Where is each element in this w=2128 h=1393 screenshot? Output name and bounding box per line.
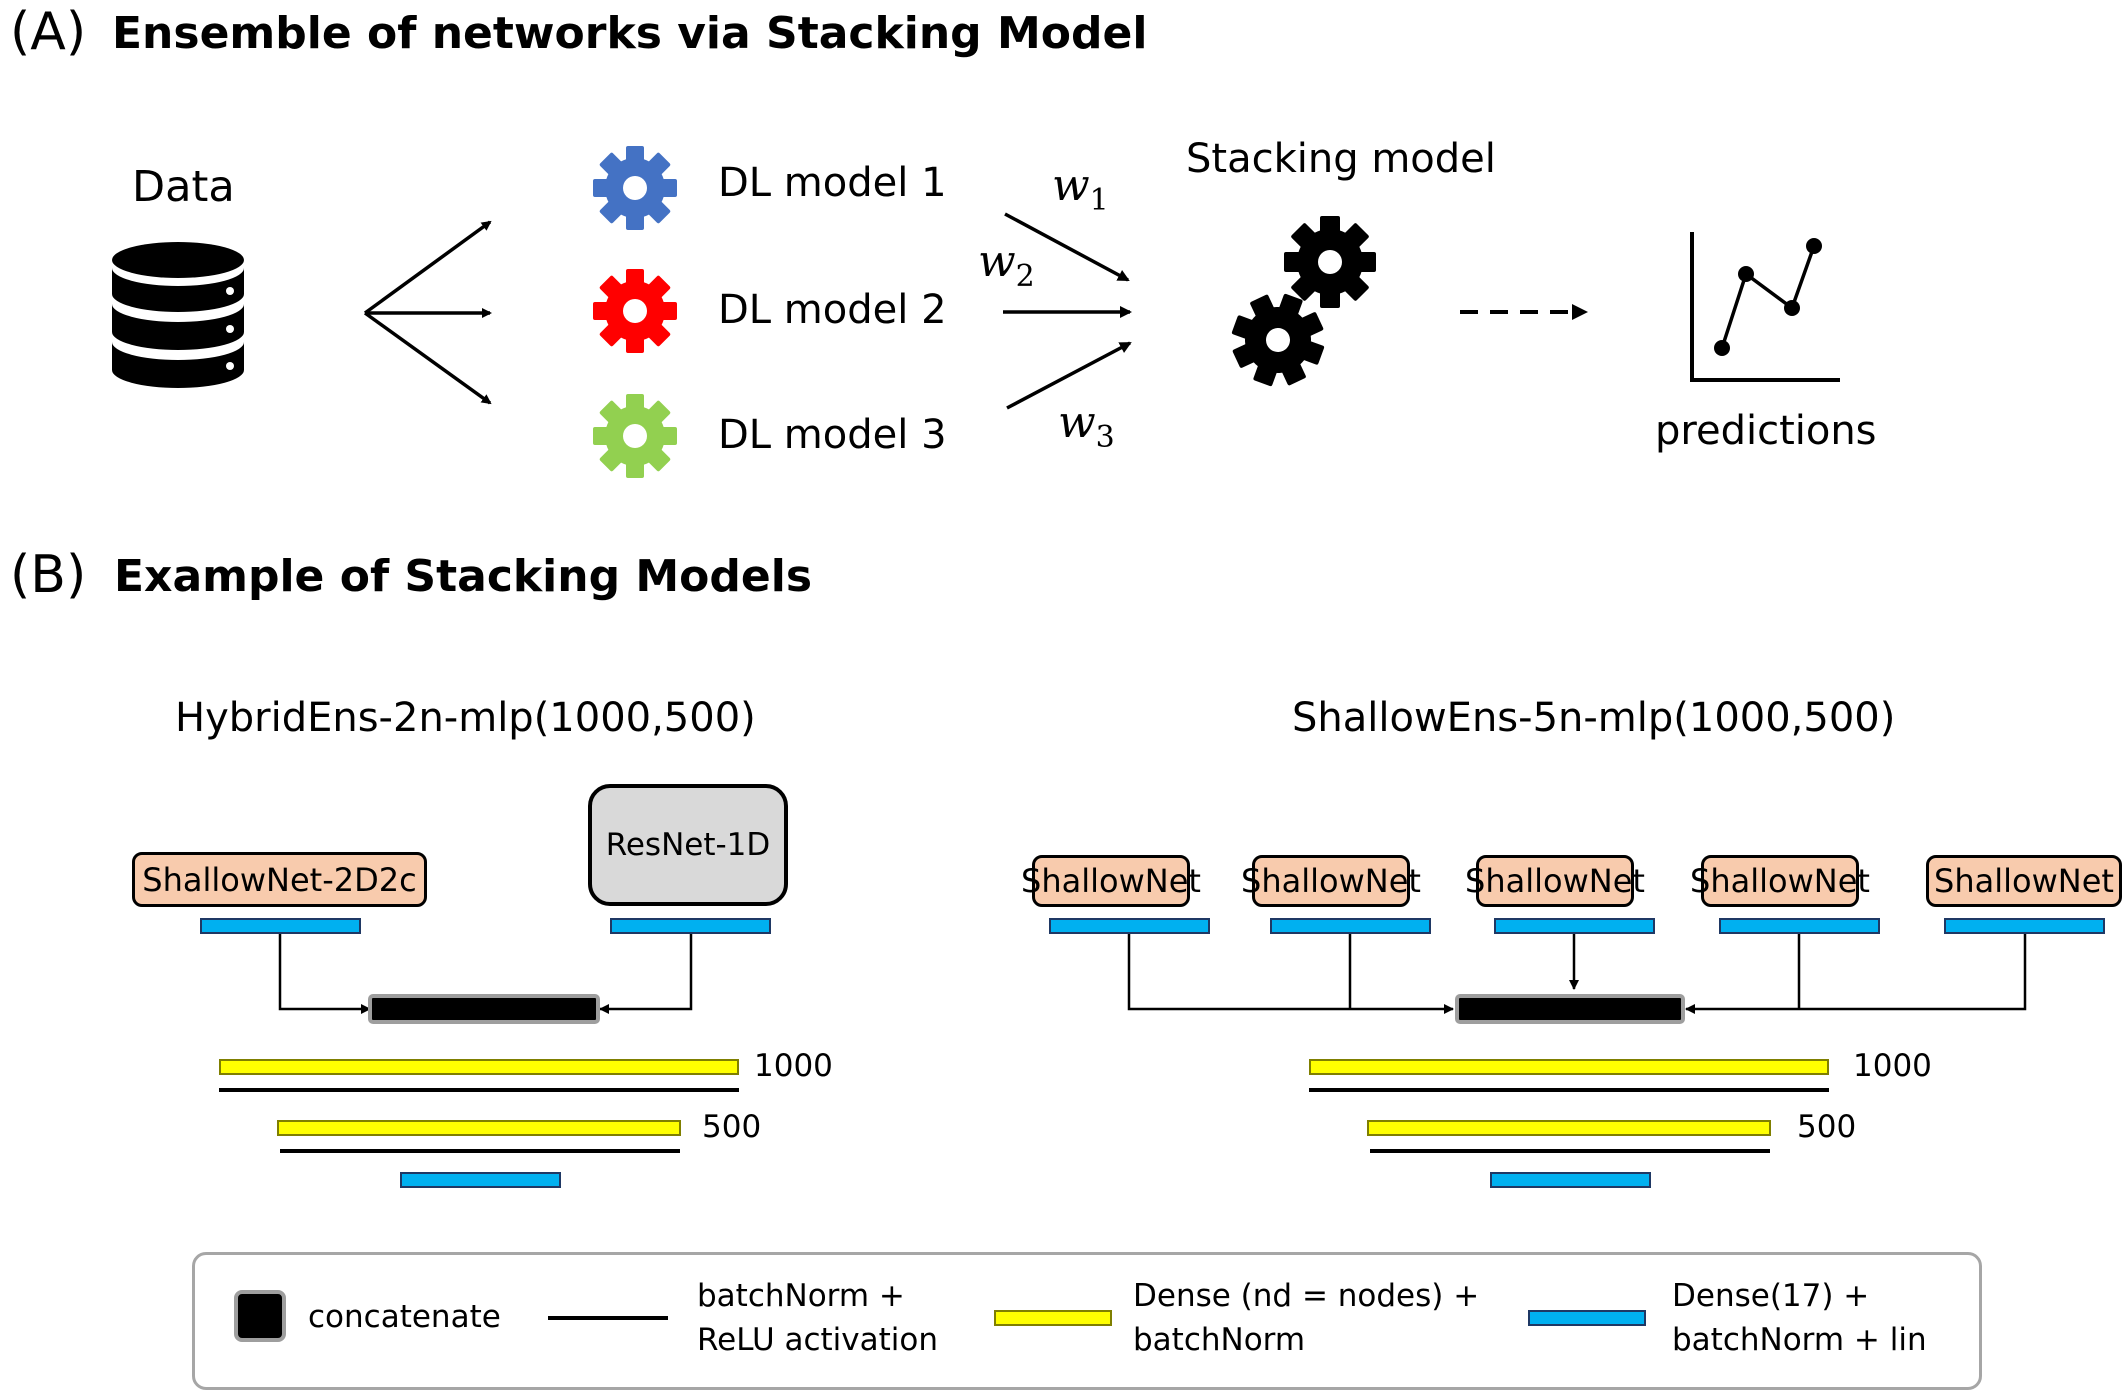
net-label: ShallowNet xyxy=(1241,862,1421,900)
legend-relu-line1: batchNorm + xyxy=(697,1278,905,1314)
gear-icon-model-1 xyxy=(593,146,677,230)
net-label: ShallowNet xyxy=(1465,862,1645,900)
net-label: ShallowNet xyxy=(1021,862,1201,900)
layer-1000-label: 1000 xyxy=(1853,1048,1932,1084)
relu-line xyxy=(1309,1088,1829,1092)
dense-1000-bar xyxy=(219,1059,739,1075)
shallownet-block: ShallowNet xyxy=(1690,855,1870,907)
predictions-label: predictions xyxy=(1655,408,1877,454)
legend-concatenate-swatch xyxy=(234,1290,286,1342)
weight-1-label: w1 xyxy=(1052,160,1109,218)
legend-relu-label: batchNorm + ReLU activation xyxy=(697,1274,938,1362)
dense17-bar xyxy=(610,918,771,934)
net-label: ShallowNet-2D2c xyxy=(142,860,417,899)
dense17-bar xyxy=(1719,918,1880,934)
dl-model-2-label: DL model 2 xyxy=(718,287,947,333)
dense-500-bar xyxy=(277,1120,681,1136)
layer-1000-label: 1000 xyxy=(754,1048,833,1084)
dense17-bar xyxy=(1494,918,1655,934)
weight-3-label: w3 xyxy=(1058,397,1115,455)
dense-500-bar xyxy=(1367,1120,1771,1136)
gear-icon-model-3 xyxy=(593,394,677,478)
dense17-bar xyxy=(1270,918,1431,934)
legend-relu-swatch xyxy=(548,1316,668,1320)
net-label: ShallowNet xyxy=(1690,862,1870,900)
panel-b-title: Example of Stacking Models xyxy=(114,551,813,602)
panel-a-title: Ensemble of networks via Stacking Model xyxy=(112,8,1148,59)
concatenate-block xyxy=(368,994,600,1024)
legend-dense17-label: Dense(17) + batchNorm + lin xyxy=(1672,1274,1927,1362)
legend-dense-line2: batchNorm xyxy=(1133,1322,1306,1358)
shallownet-block: ShallowNet xyxy=(1241,855,1421,907)
panel-a-label: (A) xyxy=(10,2,87,62)
panel-b-label: (B) xyxy=(10,545,87,605)
gear-icon-model-2 xyxy=(593,269,677,353)
dl-model-3-label: DL model 3 xyxy=(718,412,947,458)
legend-dense-label: Dense (nd = nodes) + batchNorm xyxy=(1133,1274,1479,1362)
dense17-bar xyxy=(1049,918,1210,934)
legend-dense-line1: Dense (nd = nodes) + xyxy=(1133,1278,1480,1314)
stacking-model-label: Stacking model xyxy=(1186,136,1496,182)
legend-dense-swatch xyxy=(994,1310,1112,1326)
data-label: Data xyxy=(132,162,235,212)
weight-2-label: w2 xyxy=(978,236,1035,294)
relu-line xyxy=(280,1149,680,1153)
legend-relu-line2: ReLU activation xyxy=(697,1322,939,1358)
legend-dense17-line2: batchNorm + lin xyxy=(1672,1322,1927,1358)
concatenate-block xyxy=(1455,994,1685,1024)
hybrid-ens-title: HybridEns-2n-mlp(1000,500) xyxy=(175,695,756,741)
layer-500-label: 500 xyxy=(702,1109,762,1145)
shallownet-block: ShallowNet xyxy=(1465,855,1645,907)
dense17-output-bar xyxy=(1490,1172,1651,1188)
dense17-bar xyxy=(200,918,361,934)
relu-line xyxy=(1370,1149,1770,1153)
dense17-output-bar xyxy=(400,1172,561,1188)
shallow-ens-title: ShallowEns-5n-mlp(1000,500) xyxy=(1292,695,1896,741)
layer-500-label: 500 xyxy=(1797,1109,1857,1145)
shallownet-block: ShallowNet xyxy=(1021,855,1201,907)
net-label: ResNet-1D xyxy=(605,827,771,863)
legend-concatenate-label: concatenate xyxy=(308,1299,501,1335)
dl-model-1-label: DL model 1 xyxy=(718,160,947,206)
legend-dense17-swatch xyxy=(1528,1310,1646,1326)
net-label: ShallowNet xyxy=(1934,862,2114,900)
shallownet-block: ShallowNet xyxy=(1926,855,2122,907)
legend-dense17-line1: Dense(17) + xyxy=(1672,1278,1870,1314)
dense-1000-bar xyxy=(1309,1059,1829,1075)
relu-line xyxy=(219,1088,739,1092)
resnet-1d-block: ResNet-1D xyxy=(588,784,788,906)
shallownet-2d2c-block: ShallowNet-2D2c xyxy=(132,852,427,907)
dense17-bar xyxy=(1944,918,2105,934)
